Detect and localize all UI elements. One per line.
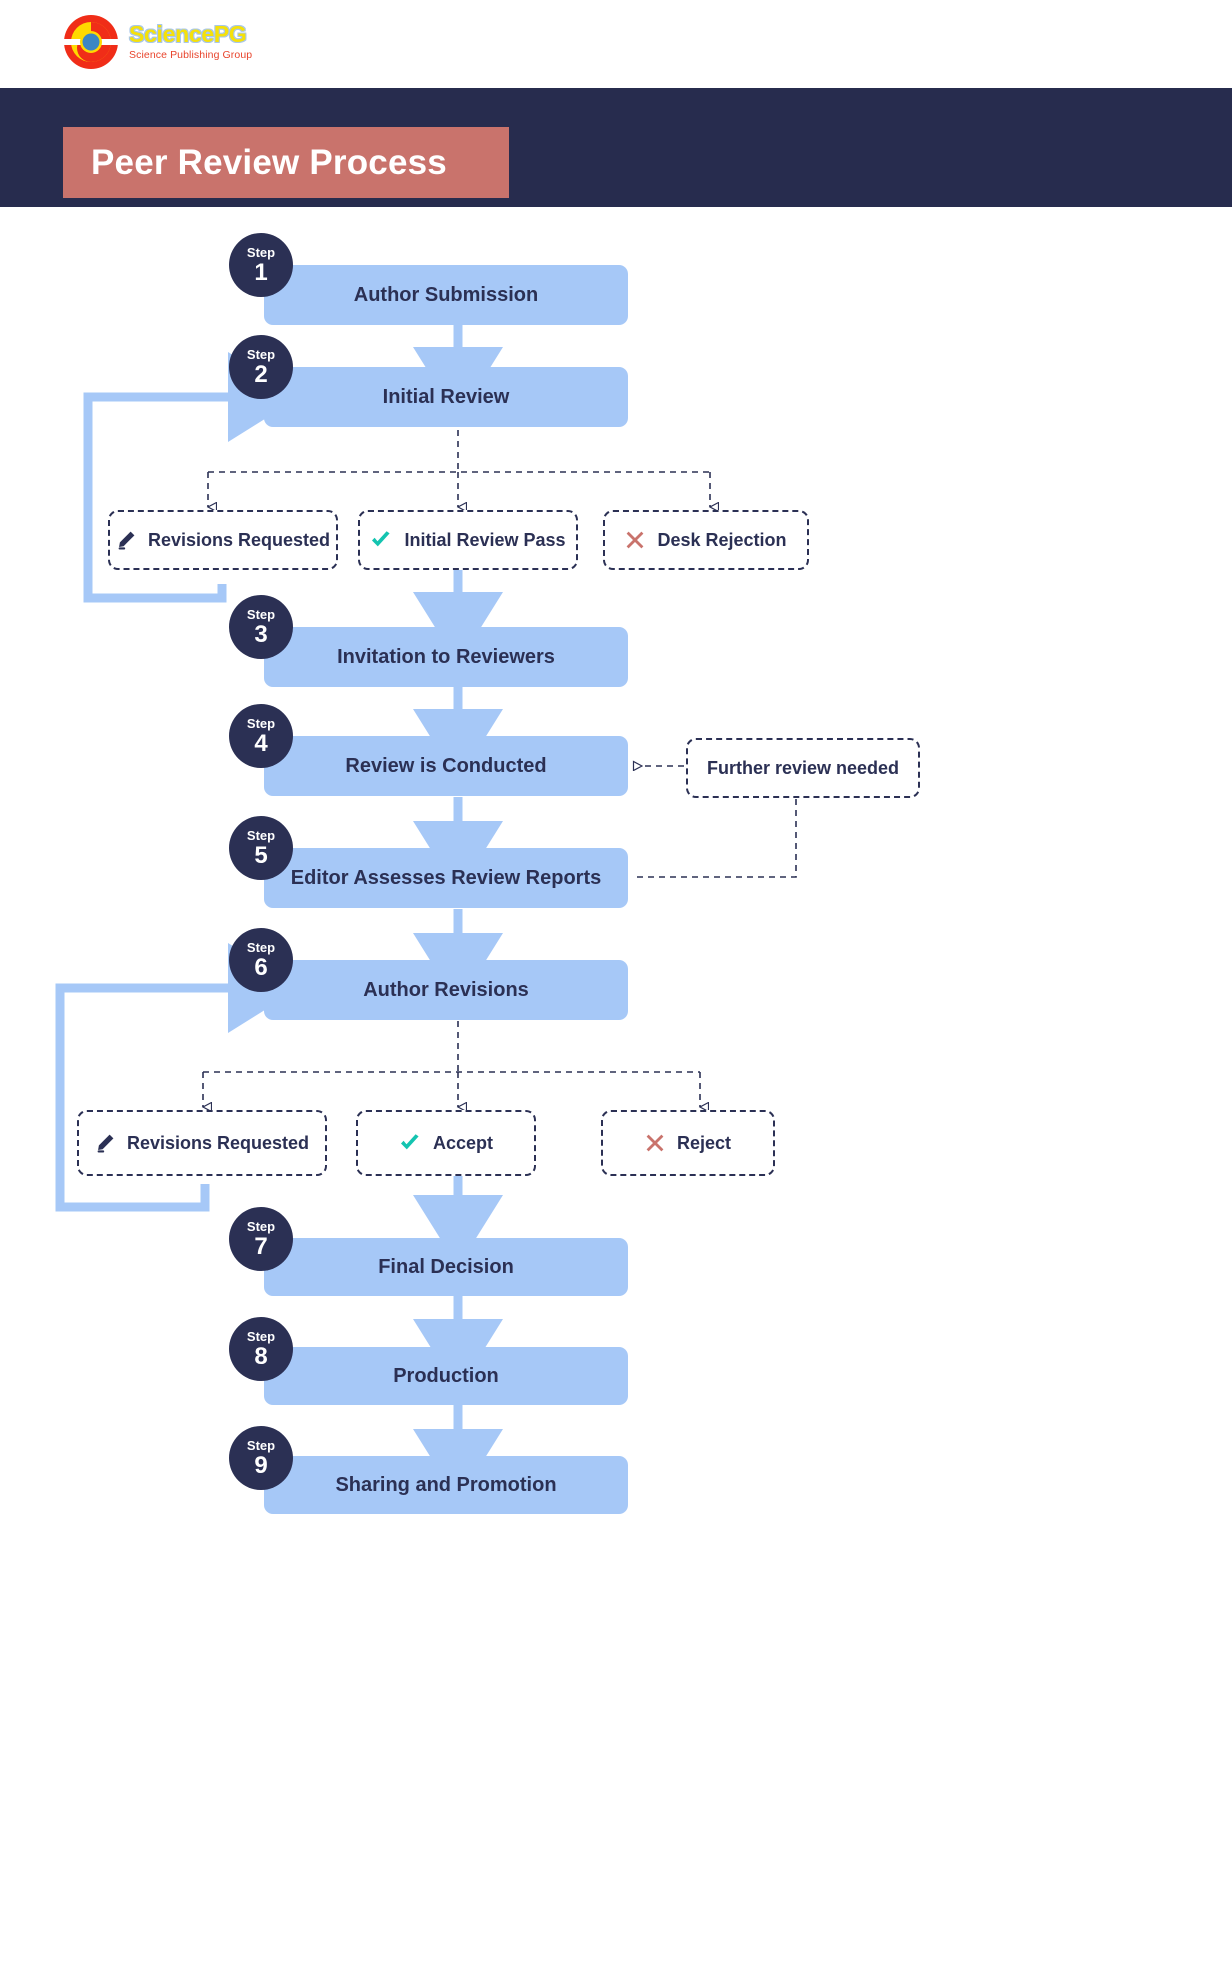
step-box-8-label: Production <box>393 1364 499 1387</box>
cross-icon <box>645 1133 665 1153</box>
step-box-5-label: Editor Assesses Review Reports <box>290 866 602 889</box>
connector-layer <box>55 325 797 1501</box>
step-box-9[interactable]: Sharing and Promotion <box>264 1456 628 1514</box>
step-box-2-label: Initial Review <box>382 385 510 408</box>
logo-title: SciencePG <box>129 21 247 48</box>
step-badge-9: Step 9 <box>229 1426 293 1490</box>
flowchart-canvas: Author Submission Step 1 Initial Review … <box>0 207 1232 1986</box>
side-note-label: Further review needed <box>706 757 900 778</box>
step-number-2: 2 <box>254 360 268 388</box>
check-icon <box>370 530 392 550</box>
step-number-6: 6 <box>254 953 268 981</box>
page-title: Peer Review Process <box>91 142 447 182</box>
step-box-3-label: Invitation to Reviewers <box>337 645 555 668</box>
decision-box-further-review-needed[interactable]: Further review needed <box>686 738 920 798</box>
step-box-1-label: Author Submission <box>353 283 539 306</box>
step-number-9: 9 <box>254 1451 268 1479</box>
step-box-4[interactable]: Review is Conducted <box>264 736 628 796</box>
step-word: Step <box>246 715 276 731</box>
decision-label: Initial Review Pass <box>404 529 566 550</box>
step-number-5: 5 <box>254 841 268 869</box>
step-badge-4: Step 4 <box>229 704 293 768</box>
pencil-icon <box>116 530 136 550</box>
decision-label: Accept <box>432 1132 494 1153</box>
step-badge-3: Step 3 <box>229 595 293 659</box>
step-word: Step <box>246 1437 276 1453</box>
step-box-6[interactable]: Author Revisions <box>264 960 628 1020</box>
decision-label: Revisions Requested <box>126 1132 310 1153</box>
step-badge-5: Step 5 <box>229 816 293 880</box>
step-box-8[interactable]: Production <box>264 1347 628 1405</box>
step-box-2[interactable]: Initial Review <box>264 367 628 427</box>
decision-box-reject[interactable]: Reject <box>601 1110 775 1176</box>
step-badge-6: Step 6 <box>229 928 293 992</box>
step-badge-8: Step 8 <box>229 1317 293 1381</box>
decision-box-revisions-requested-2[interactable]: Revisions Requested <box>77 1110 327 1176</box>
decision-label: Reject <box>676 1132 732 1153</box>
brand-logo[interactable]: SciencePG Science Publishing Group <box>63 14 252 70</box>
sciencepg-circle-logo <box>63 14 119 70</box>
step-box-3[interactable]: Invitation to Reviewers <box>264 627 628 687</box>
step-box-7[interactable]: Final Decision <box>264 1238 628 1296</box>
step-badge-7: Step 7 <box>229 1207 293 1271</box>
decision-box-initial-review-pass[interactable]: Initial Review Pass <box>358 510 578 570</box>
step-box-9-label: Sharing and Promotion <box>335 1473 557 1496</box>
step-box-4-label: Review is Conducted <box>345 754 547 777</box>
cross-icon <box>625 530 645 550</box>
step-badge-2: Step 2 <box>229 335 293 399</box>
logo-subtitle: Science Publishing Group <box>129 49 253 62</box>
step-badge-1: Step 1 <box>229 233 293 297</box>
decision-box-accept[interactable]: Accept <box>356 1110 536 1176</box>
step-word: Step <box>246 939 276 955</box>
decision-label: Revisions Requested <box>147 529 331 550</box>
step-word: Step <box>246 346 276 362</box>
decision-box-desk-rejection[interactable]: Desk Rejection <box>603 510 809 570</box>
decision-box-revisions-requested-1[interactable]: Revisions Requested <box>108 510 338 570</box>
page-title-box: Peer Review Process <box>63 127 509 198</box>
step-word: Step <box>246 606 276 622</box>
step-number-8: 8 <box>254 1342 268 1370</box>
step-box-7-label: Final Decision <box>378 1255 514 1278</box>
step-number-4: 4 <box>254 729 268 757</box>
pencil-icon <box>95 1133 115 1153</box>
decision-label: Desk Rejection <box>657 529 787 550</box>
step-word: Step <box>246 1218 276 1234</box>
step-number-3: 3 <box>254 620 268 648</box>
check-icon <box>399 1133 421 1153</box>
step-box-6-label: Author Revisions <box>363 978 529 1001</box>
step-box-1[interactable]: Author Submission <box>264 265 628 325</box>
step-word: Step <box>246 827 276 843</box>
step-box-5[interactable]: Editor Assesses Review Reports <box>264 848 628 908</box>
step-number-7: 7 <box>254 1232 268 1260</box>
logo-bar: SciencePG Science Publishing Group <box>0 0 1232 88</box>
step-word: Step <box>246 1328 276 1344</box>
step-number-1: 1 <box>254 258 268 286</box>
step-word: Step <box>246 244 276 260</box>
